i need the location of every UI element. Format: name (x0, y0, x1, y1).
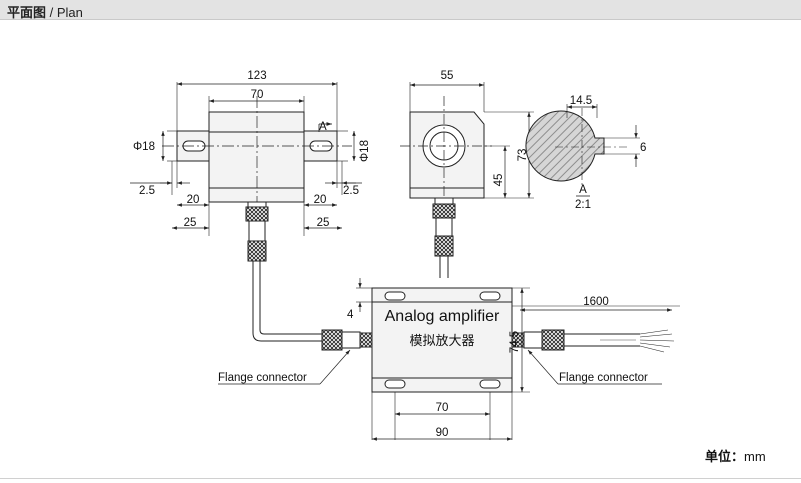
dim-outer-right: 25 (317, 217, 330, 229)
dim-inner-right: 20 (314, 194, 327, 206)
dim-shaft-dia-right: Φ18 (359, 140, 371, 162)
section-scale: 2:1 (575, 199, 591, 211)
left-flange-connector (321, 329, 343, 351)
amplifier-labels: Analog amplifier 模拟放大器 4 74.5 70 90 1600… (218, 296, 648, 439)
right-flange-connector (541, 329, 565, 351)
dim-amp-height: 74.5 (509, 331, 521, 353)
dim-amp-width: 90 (436, 427, 449, 439)
dim-step-left: 2.5 (139, 185, 155, 197)
left-connector-label: Flange connector (218, 372, 307, 384)
title-separator: / (46, 5, 57, 20)
dim-shaft-dia-left: Φ18 (133, 141, 155, 153)
sensor-cable (252, 261, 322, 342)
end-view (400, 82, 534, 278)
right-connector-label: Flange connector (559, 372, 648, 384)
dim-end-width: 55 (441, 70, 454, 82)
page-header: 平面图 / Plan (0, 0, 801, 20)
amplifier-body (371, 287, 513, 393)
sensor-connector (245, 206, 269, 222)
unit-key: 单位 (705, 449, 732, 464)
dim-overall: 123 (247, 70, 266, 82)
sensor-body (208, 111, 305, 203)
side-view-labels: 123 70 Φ18 Φ18 2.5 2.5 20 20 25 25 A (133, 70, 371, 229)
section-shape (525, 110, 605, 182)
side-view (130, 82, 362, 342)
dim-step-right: 2.5 (343, 185, 359, 197)
section-view (525, 104, 640, 197)
page-title: 平面图 / Plan (7, 2, 83, 21)
footer-divider (0, 478, 801, 479)
section-label: A (579, 184, 587, 196)
dim-cable-length: 1600 (583, 296, 609, 308)
amplifier-title: Analog amplifier (385, 308, 500, 325)
dim-amp-top-offset: 4 (347, 309, 354, 321)
section-view-labels: 14.5 6 A 2:1 (570, 95, 647, 211)
title-en: Plan (56, 5, 83, 20)
unit-colon: ： (731, 449, 745, 464)
dim-amp-hole-spacing: 70 (436, 402, 449, 414)
dim-outer-left: 25 (184, 217, 197, 229)
unit-label: 单位：mm (705, 446, 766, 465)
amplifier (218, 278, 680, 441)
dim-section-diameter: 14.5 (570, 95, 592, 107)
dim-end-height-lower: 45 (493, 174, 505, 187)
title-cn: 平面图 (7, 5, 47, 20)
unit-value: mm (744, 449, 766, 464)
dim-inner-left: 20 (187, 194, 200, 206)
amplifier-subtitle: 模拟放大器 (409, 333, 474, 348)
section-mark-label: A (319, 121, 327, 133)
dim-section-key: 6 (640, 142, 646, 154)
dim-body: 70 (251, 89, 264, 101)
